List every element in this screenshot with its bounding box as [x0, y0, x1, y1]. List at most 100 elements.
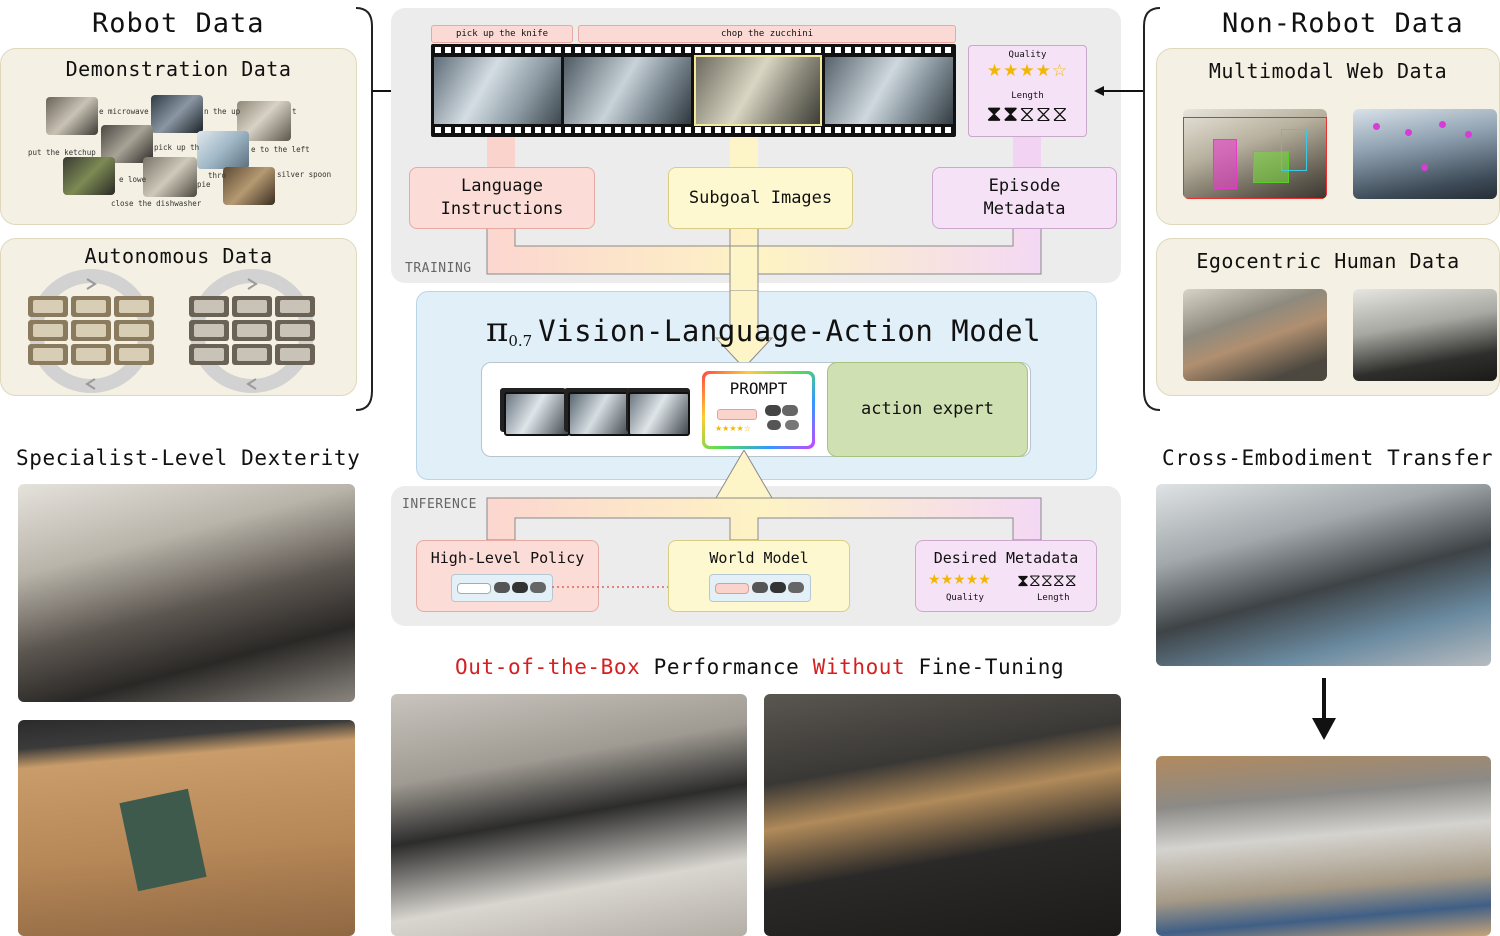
demo-thumb [143, 157, 197, 197]
film-hole [605, 47, 611, 53]
flow-split [486, 497, 1042, 541]
autonomous-thumb-detail [119, 300, 149, 313]
demo-thumb [63, 157, 115, 195]
star-filled-icon: ★ [1035, 61, 1052, 81]
film-hole [665, 47, 671, 53]
prompt-box: PROMPT ★★★★☆ [702, 371, 815, 449]
film-frame [825, 57, 953, 124]
autonomous-thumb-detail [76, 348, 106, 361]
film-frame [564, 57, 691, 124]
pi-version: 0.7 [508, 332, 533, 350]
film-hole [635, 47, 641, 53]
high-level-policy-box: High-Level Policy [416, 540, 599, 612]
demo-thumb [151, 95, 203, 133]
point-marker [1421, 164, 1428, 171]
film-hole [865, 47, 871, 53]
action-expert-box: action expert [827, 362, 1028, 457]
film-hole [515, 127, 521, 133]
desired-quality-stars: ★★★★★ [928, 572, 991, 588]
pi-symbol: π [486, 310, 509, 350]
film-hole [645, 47, 651, 53]
film-hole [535, 47, 541, 53]
film-hole [635, 127, 641, 133]
film-hole [535, 127, 541, 133]
non-robot-data-title: Non-Robot Data [1222, 8, 1464, 39]
prompt-image-token [767, 420, 781, 430]
star-filled-icon: ★ [729, 424, 737, 433]
world-model-tokens [709, 574, 811, 602]
film-hole [855, 47, 861, 53]
image-token-mini [752, 582, 768, 593]
film-hole [615, 127, 621, 133]
prompt-text-token [717, 409, 757, 420]
egocentric-human-panel: Egocentric Human Data [1156, 238, 1500, 396]
film-hole [825, 127, 831, 133]
image-token-mini [530, 582, 546, 593]
film-frame [434, 57, 561, 124]
film-hole [625, 47, 631, 53]
star-filled-icon: ★ [1019, 61, 1036, 81]
film-hole [555, 47, 561, 53]
film-hole [755, 127, 761, 133]
model-arrow-through [715, 290, 774, 369]
star-filled-icon: ★ [1003, 61, 1020, 81]
film-hole [525, 127, 531, 133]
film-hole [495, 127, 501, 133]
multimodal-web-panel: Multimodal Web Data [1156, 48, 1500, 225]
web-image-detection [1183, 109, 1327, 199]
world-model-label: World Model [709, 549, 809, 567]
dexterity-photo-espresso [18, 484, 355, 702]
embodiment-photo-target [1156, 756, 1491, 936]
film-hole [935, 47, 941, 53]
title-part-red: Out-of-the-Box [455, 655, 641, 679]
bbox [1213, 139, 1237, 189]
film-hole [735, 127, 741, 133]
desired-length-hourglasses: ⧗⧖⧖⧖⧖ [1017, 571, 1077, 591]
film-hole [735, 47, 741, 53]
film-hole [785, 127, 791, 133]
language-instructions-box: Language Instructions [409, 167, 595, 229]
film-hole [775, 127, 781, 133]
film-hole [615, 47, 621, 53]
film-hole [555, 127, 561, 133]
flow-merge [486, 222, 1042, 275]
film-hole [455, 127, 461, 133]
film-hole [675, 47, 681, 53]
film-hole [815, 127, 821, 133]
film-hole [945, 127, 951, 133]
autonomous-thumb-detail [33, 348, 63, 361]
film-hole [595, 127, 601, 133]
demo-label: e microwave [99, 107, 149, 116]
demo-label: close the dishwasher [111, 199, 202, 208]
image-token [628, 392, 690, 436]
film-hole [745, 47, 751, 53]
text-token [715, 583, 749, 594]
film-hole [725, 127, 731, 133]
film-hole [755, 47, 761, 53]
image-token-mini [512, 582, 528, 593]
film-hole [865, 127, 871, 133]
subtask-tag: chop the zucchini [578, 25, 956, 43]
title-part-red: Without [812, 655, 906, 679]
film-hole [815, 47, 821, 53]
film-hole [885, 47, 891, 53]
demo-label: put the ketchup [28, 148, 96, 157]
image-tokens [500, 388, 690, 438]
film-strip [431, 44, 956, 137]
film-hole [805, 47, 811, 53]
film-hole [595, 47, 601, 53]
star-filled-icon: ★ [928, 572, 941, 588]
film-hole [575, 127, 581, 133]
film-hole [765, 47, 771, 53]
point-marker [1465, 131, 1472, 138]
film-hole [935, 127, 941, 133]
film-hole [465, 127, 471, 133]
autonomous-thumb-detail [237, 348, 267, 361]
film-hole [905, 47, 911, 53]
star-filled-icon: ★ [986, 61, 1004, 81]
star-filled-icon: ★ [940, 572, 954, 588]
film-hole [445, 47, 451, 53]
film-hole [525, 47, 531, 53]
model-title: π 0.7 Vision-Language-Action Model [486, 310, 1041, 350]
star-filled-icon: ★ [736, 424, 744, 433]
